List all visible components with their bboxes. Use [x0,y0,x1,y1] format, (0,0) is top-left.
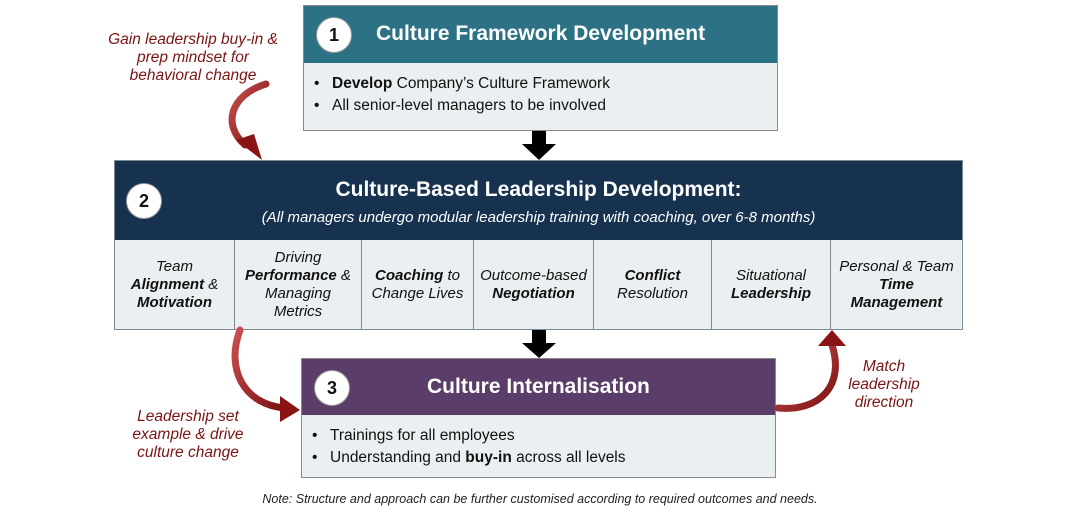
down-arrow-2-to-3 [522,330,556,358]
annotation-leadership-buy-in: Gain leadership buy-in & prep mindset fo… [108,31,278,84]
stage-3-header: 3 Culture Internalisation [302,359,775,415]
module-conflict-resolution: Conflict Resolution [594,240,712,329]
stage-3-bullet-2: Understanding and buy-in across all leve… [302,447,626,469]
stage-2-number-badge: 2 [126,183,162,219]
stage-1-bullets: Develop Company’s Culture Framework All … [304,73,610,117]
stage-2-title: Culture-Based Leadership Development: [335,178,742,201]
footnote: Note: Structure and approach can be furt… [262,492,818,506]
module-coaching: Coaching to Change Lives [362,240,474,329]
stage-3-bullet-2-bold: buy-in [465,449,512,466]
module-team-alignment: Team Alignment & Motivation [115,240,235,329]
curved-arrow-top-left-head [236,134,262,160]
stage-2-box: 2 Culture-Based Leadership Development: … [114,160,963,330]
stage-3-box: 3 Culture Internalisation Trainings for … [301,358,776,478]
module-negotiation: Outcome-based Negotiation [474,240,594,329]
stage-3-bullets: Trainings for all employees Understandin… [302,425,626,469]
curved-arrow-right-head [818,330,846,346]
curved-arrow-bottom-left [231,326,289,412]
stage-3-title: Culture Internalisation [427,375,650,398]
stage-1-number-badge: 1 [316,17,352,53]
stage-1-box: 1 Culture Framework Development Develop … [303,5,778,131]
annotation-leadership-example: Leadership set example & drive culture c… [132,408,244,461]
down-arrow-1-to-2 [522,131,556,160]
stage-1-bullet-1-text: Company’s Culture Framework [392,75,610,92]
annotation-match-direction: Match leadership direction [848,358,920,411]
stage-3-bullet-1-text: Trainings for all employees [330,427,515,444]
stage-3-number-badge: 3 [314,370,350,406]
module-time-management: Personal & Team Time Management [839,257,954,311]
curved-arrow-right [774,341,839,412]
stage-1-bullet-2-text: All senior-level managers to be involved [332,97,606,114]
stage-1-body: Develop Company’s Culture Framework All … [304,63,777,130]
stage-1-bullet-1-bold: Develop [332,75,393,92]
stage-2-subtitle: (All managers undergo modular leadership… [261,209,816,226]
stage-1-bullet-2: All senior-level managers to be involved [304,95,610,117]
stage-1-header: 1 Culture Framework Development [304,6,777,63]
curved-arrow-bottom-left-head [280,396,300,422]
stage-3-bullet-2-pre: Understanding and [330,449,466,466]
stage-3-bullet-1: Trainings for all employees [302,425,626,447]
module-driving-performance: Driving Performance & Managing Metrics [235,240,362,329]
module-situational-leadership: Situational Leadership [712,240,831,329]
stage-1-title: Culture Framework Development [376,22,706,45]
stage-3-body: Trainings for all employees Understandin… [302,415,775,477]
stage-2-header: 2 Culture-Based Leadership Development: … [115,161,962,240]
curved-arrow-top-left [228,80,270,149]
stage-1-bullet-1: Develop Company’s Culture Framework [304,73,610,95]
stage-3-bullet-2-text: across all levels [511,449,626,466]
module-row: Team Alignment & Motivation Driving Perf… [115,240,962,329]
